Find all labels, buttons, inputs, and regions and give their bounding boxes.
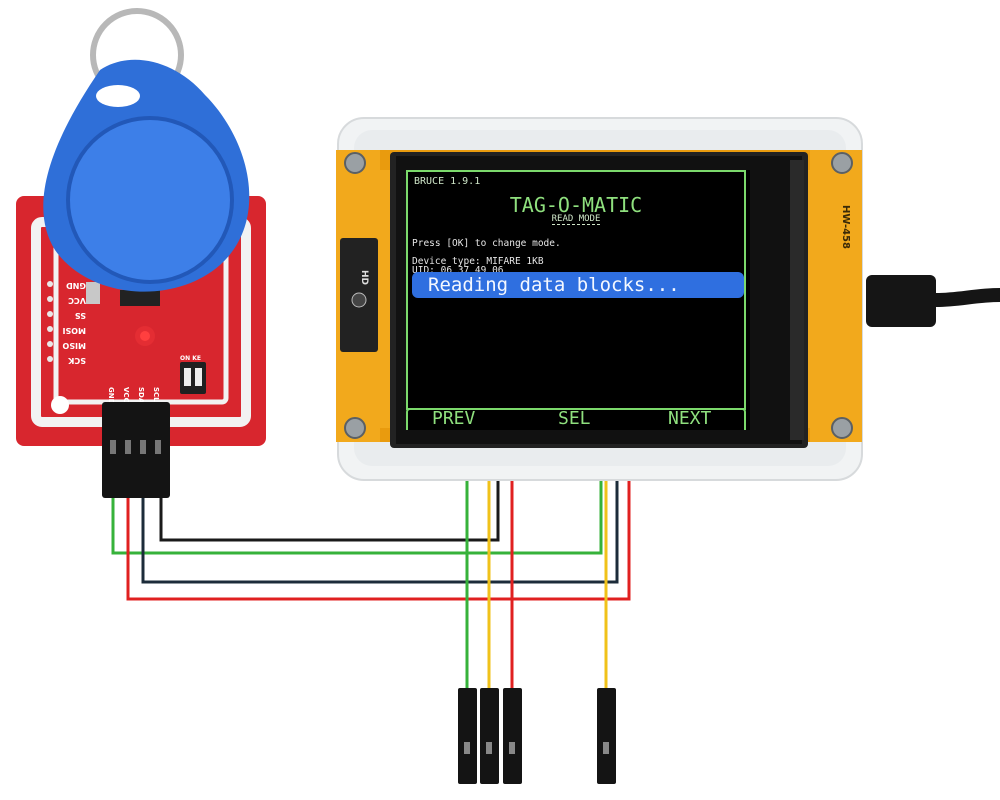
firmware-version: BRUCE 1.9.1 xyxy=(414,176,481,187)
rfid-keyfob xyxy=(43,8,250,292)
pcb-frame-right xyxy=(806,150,862,442)
wire-sda-dark xyxy=(141,448,619,584)
wire-scl-black xyxy=(159,448,500,542)
header-pin-label: SCL xyxy=(152,387,160,402)
pin-label: SCK xyxy=(67,356,86,365)
tft-screen: BRUCE 1.9.1 TAG-O-MATIC READ MODE Press … xyxy=(406,170,750,430)
screw xyxy=(344,417,366,439)
screw xyxy=(831,152,853,174)
screw xyxy=(344,152,366,174)
select-button[interactable]: SEL xyxy=(558,408,591,429)
board-model-label: HW-458 xyxy=(840,205,851,249)
power-led xyxy=(140,331,150,341)
mode-hint: Press [OK] to change mode. xyxy=(412,238,561,249)
app-title: TAG-O-MATIC xyxy=(509,193,643,217)
usb-cable-plug xyxy=(866,275,936,327)
mode-text: READ MODE xyxy=(551,214,601,225)
status-banner: Reading data blocks... xyxy=(412,272,744,298)
dupont-connector xyxy=(503,688,522,784)
wire-vcc-red xyxy=(126,448,631,601)
side-label: HD xyxy=(359,270,369,285)
screw xyxy=(831,417,853,439)
mounting-hole xyxy=(51,396,69,414)
device-type: Device type: MIFARE 1KB xyxy=(412,256,544,267)
pin-label: GND xyxy=(66,281,86,290)
pin-label: MISO xyxy=(62,341,86,350)
pin-label: SS xyxy=(75,311,86,320)
header-pin-label: GND xyxy=(107,387,115,405)
dupont-connector xyxy=(480,688,499,784)
pin-label: MOSI xyxy=(62,326,86,335)
header-pin-label: VCC xyxy=(122,387,130,403)
pin-header-connector xyxy=(102,402,170,498)
next-button[interactable]: NEXT xyxy=(668,408,712,429)
header-pin-label: SDA xyxy=(137,387,145,404)
mode-label: READ MODE xyxy=(406,214,746,225)
dupont-connectors xyxy=(458,688,616,784)
button-bar xyxy=(406,408,746,430)
dip-switch xyxy=(180,362,206,394)
pin-label: VCC xyxy=(68,296,86,305)
rfid-chip xyxy=(120,290,160,306)
prev-button[interactable]: PREV xyxy=(432,408,476,429)
dupont-connector xyxy=(597,688,616,784)
switch-label: ON KE xyxy=(180,355,201,362)
screws xyxy=(344,152,853,439)
tag-uid: UID: 06 37 49 06 xyxy=(412,265,504,276)
wires xyxy=(111,448,631,690)
wire-gnd-green xyxy=(111,448,603,555)
dupont-connector xyxy=(458,688,477,784)
usb-cable xyxy=(935,288,1000,307)
